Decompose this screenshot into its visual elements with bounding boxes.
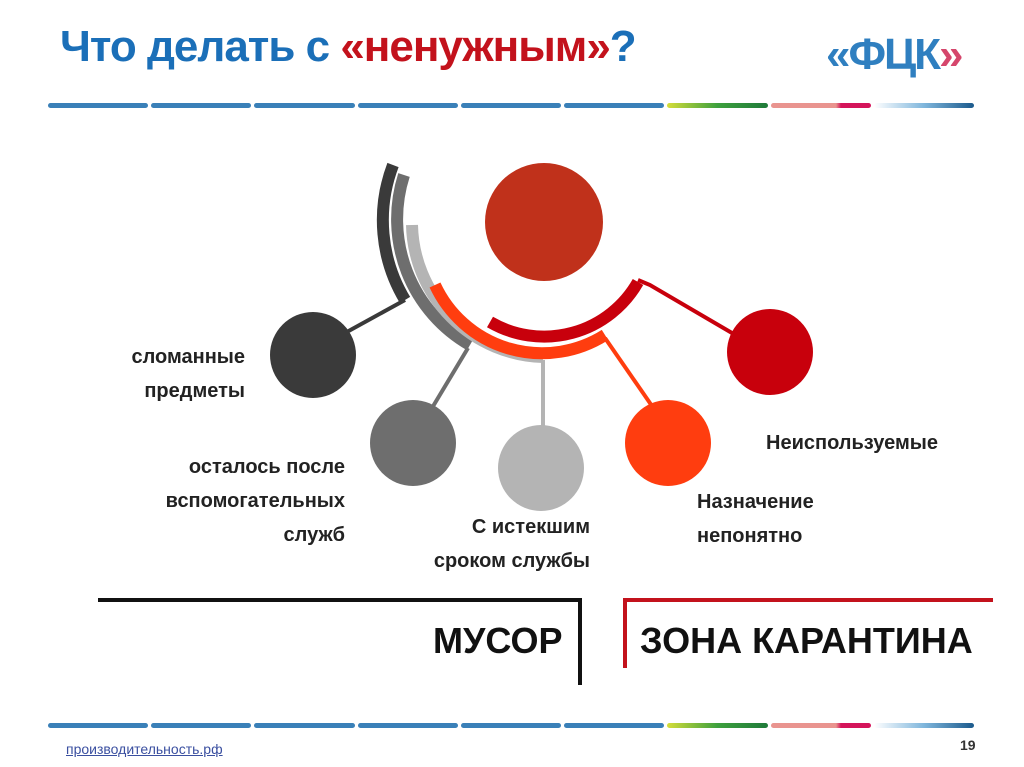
footer-link[interactable]: производительность.рф xyxy=(66,741,223,757)
arc-darkred xyxy=(486,278,644,343)
category-trash: МУСОР xyxy=(433,620,563,661)
connector-5 xyxy=(637,278,734,335)
label-line: осталось после xyxy=(188,456,345,478)
arc-gray xyxy=(391,173,473,351)
label-unused: Неиспользуемые xyxy=(766,426,938,460)
arc-dark xyxy=(376,162,411,304)
label-line: сроком службы xyxy=(433,550,590,572)
logo-bracket-right: » xyxy=(939,30,964,79)
circle-leftover xyxy=(370,400,456,486)
circle-unused xyxy=(727,309,813,395)
quarantine-bracket xyxy=(623,598,993,668)
circle-broken xyxy=(270,312,356,398)
logo: «ФЦК» xyxy=(826,30,964,80)
label-broken: сломанные предметы xyxy=(100,340,245,408)
title-text: Что делать с xyxy=(60,22,341,71)
trash-bracket xyxy=(98,598,582,685)
label-unclear: Назначение непонятно xyxy=(697,485,814,553)
label-line: сломанные xyxy=(131,346,245,368)
logo-bracket-left: « xyxy=(826,30,851,79)
logo-text: ФЦК xyxy=(848,30,941,79)
connector-1 xyxy=(344,298,406,335)
page-number: 19 xyxy=(960,737,976,753)
title-highlight: «ненужным» xyxy=(340,22,610,71)
title-question: ? xyxy=(609,22,637,71)
label-line: служб xyxy=(283,524,345,546)
label-line: предметы xyxy=(144,380,245,402)
connector-2 xyxy=(430,346,470,410)
center-circle xyxy=(485,163,603,281)
circle-expired xyxy=(498,425,584,511)
circle-unclear xyxy=(625,400,711,486)
label-leftover: осталось после вспомогательных служб xyxy=(100,450,345,552)
label-line: вспомогательных xyxy=(165,490,345,512)
label-line: Назначение xyxy=(697,491,814,513)
arc-orange xyxy=(429,282,609,360)
label-line: непонятно xyxy=(697,525,803,547)
top-divider xyxy=(48,103,974,108)
bottom-divider xyxy=(48,723,974,728)
label-line: С истекшим xyxy=(471,516,590,538)
page-title: Что делать с «ненужным»? xyxy=(60,22,637,72)
category-quarantine: ЗОНА КАРАНТИНА xyxy=(640,620,973,661)
connector-4 xyxy=(603,336,654,408)
label-line: Неиспользуемые xyxy=(766,432,938,454)
label-expired: С истекшим сроком службы xyxy=(380,510,590,578)
